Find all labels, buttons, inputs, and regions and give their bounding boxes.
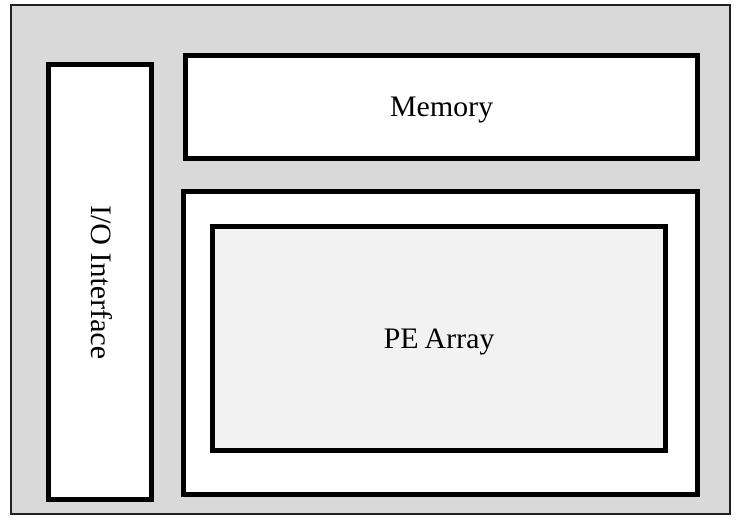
io-interface-label: I/O Interface bbox=[84, 204, 117, 360]
pe-array-block: PE Array bbox=[210, 224, 668, 453]
io-interface-block: I/O Interface bbox=[46, 62, 154, 502]
pe-array-label: PE Array bbox=[383, 321, 495, 355]
memory-label: Memory bbox=[389, 90, 494, 123]
memory-block: Memory bbox=[183, 53, 700, 161]
